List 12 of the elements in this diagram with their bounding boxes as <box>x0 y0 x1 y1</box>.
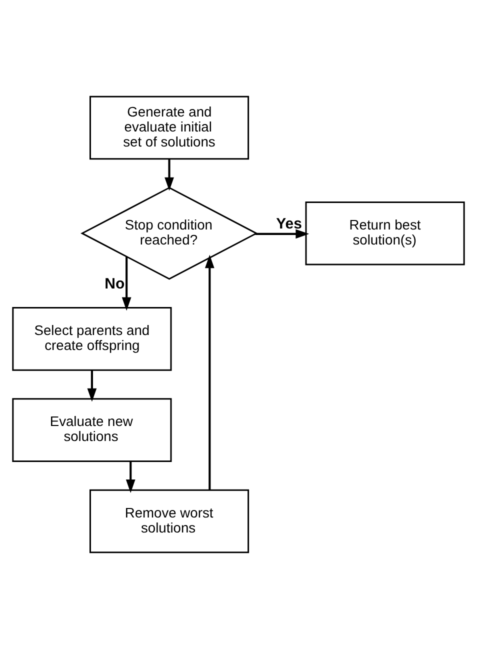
arrow <box>164 159 174 191</box>
arrow <box>87 370 97 402</box>
arrow <box>255 229 310 239</box>
arrow <box>122 256 132 311</box>
node-box: Remove worst solutions <box>89 489 250 554</box>
arrow <box>126 461 136 493</box>
node-box: Select parents and create offspring <box>12 307 172 371</box>
node-box: Return best solution(s) <box>305 201 465 266</box>
edge-label: Yes <box>276 216 302 233</box>
node-box: Evaluate new solutions <box>12 398 172 462</box>
arrow <box>204 254 214 490</box>
node-box: Generate and evaluate initial set of solutions <box>89 96 250 160</box>
